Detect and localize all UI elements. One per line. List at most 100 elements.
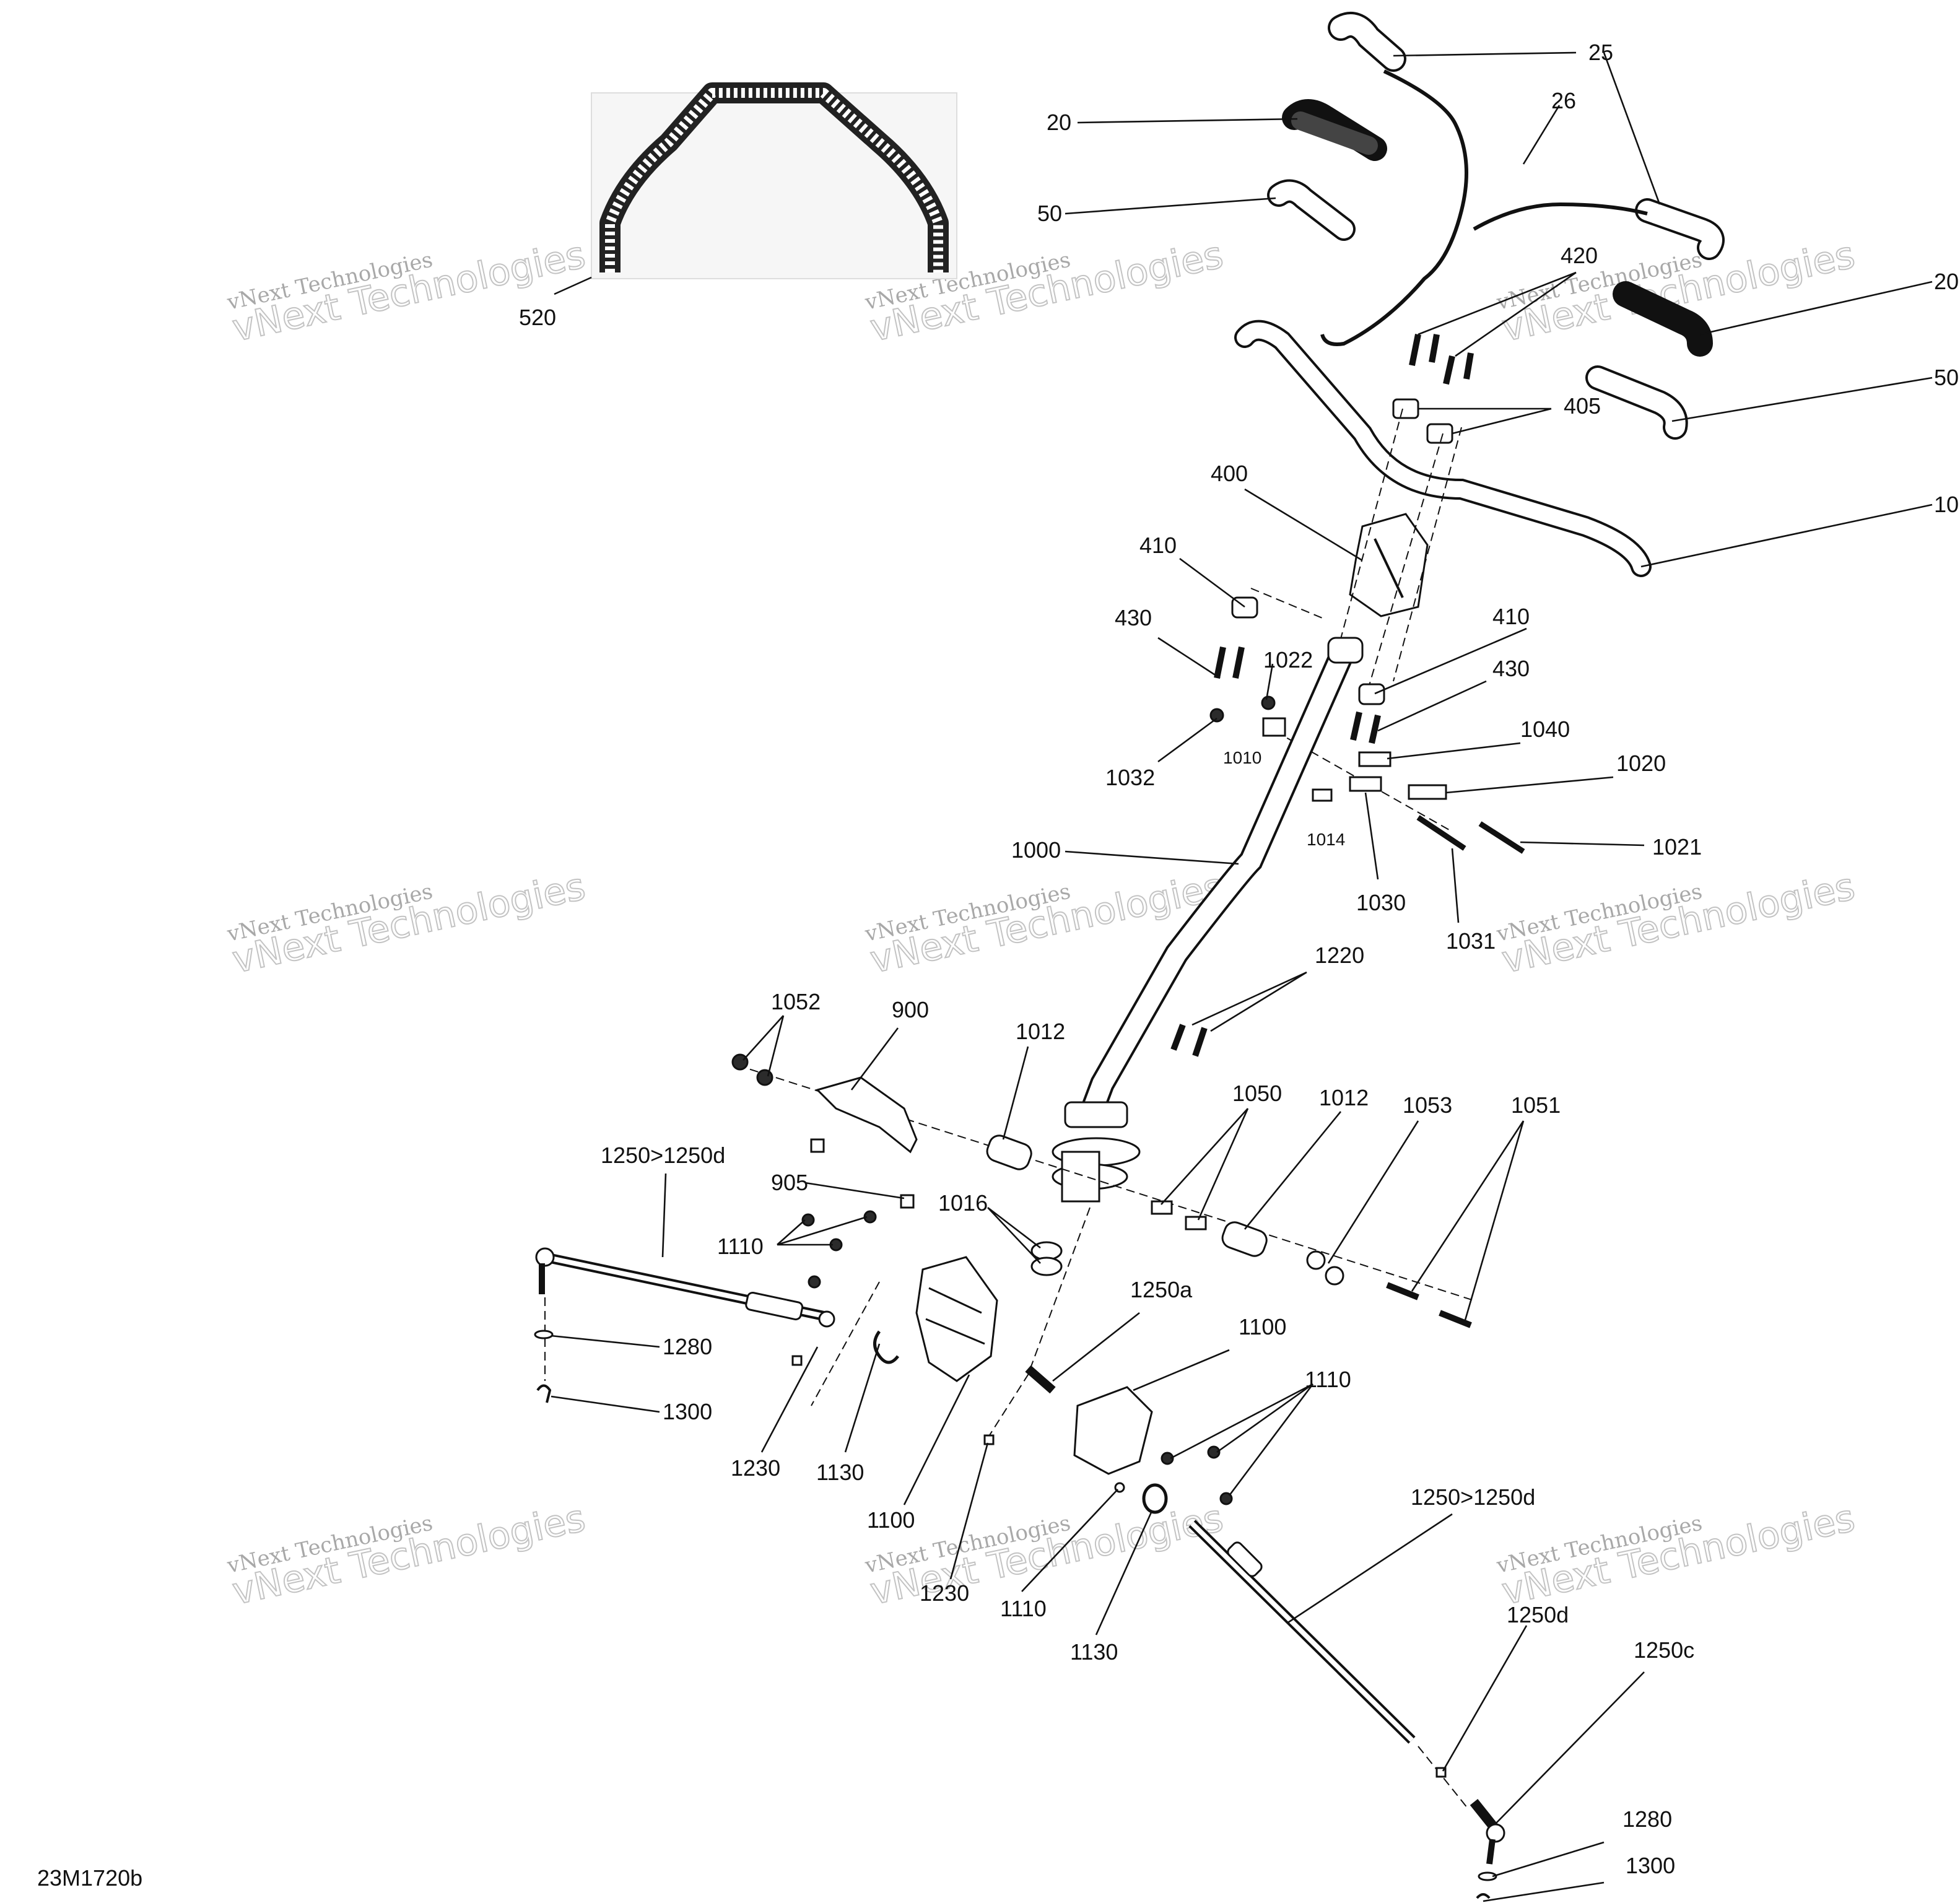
callout-1050: 1050 [1232, 1081, 1282, 1106]
watermark: vNext Technologies vNext Technologies [225, 233, 590, 351]
bolt-1031 [1416, 815, 1466, 851]
callout-1230-left: 1230 [731, 1455, 780, 1481]
cover-1100-right [1073, 1386, 1153, 1475]
screws-1110-right [1161, 1445, 1233, 1505]
grip-20-right [1613, 281, 1713, 357]
bolts-1051 [1386, 1282, 1419, 1300]
callout-1280-left: 1280 [663, 1334, 712, 1359]
callout-1012-left: 1012 [1016, 1019, 1065, 1044]
bracket-900 [816, 1076, 918, 1154]
diagram-code: 23M1720b [37, 1865, 142, 1891]
callout-1020: 1020 [1616, 751, 1666, 776]
callout-1022: 1022 [1263, 647, 1313, 673]
bolts-430-lower [1350, 711, 1381, 744]
bolts-430-upper [1214, 647, 1245, 679]
riser-block-400 [1349, 513, 1429, 617]
callout-1012-right: 1012 [1319, 1085, 1369, 1110]
grip-wire-harness [1320, 69, 1648, 346]
callout-1032: 1032 [1105, 765, 1155, 790]
bolts-420 [1409, 334, 1474, 385]
callout-1110-left: 1110 [717, 1234, 764, 1259]
clip-1130-right [1142, 1483, 1168, 1514]
pin-1230-left [791, 1355, 803, 1366]
heated-grip-25-right [1635, 198, 1725, 260]
callout-430-lower: 430 [1492, 656, 1530, 681]
callout-20-left: 20 [1047, 110, 1071, 135]
callout-1031: 1031 [1446, 928, 1496, 954]
tie-rod-end-1250c [1470, 1799, 1505, 1865]
callout-410-lower: 410 [1492, 604, 1530, 629]
callout-1000: 1000 [1011, 837, 1061, 863]
pin-1230-right [983, 1434, 995, 1445]
callout-1280-right: 1280 [1622, 1806, 1672, 1832]
callout-410-upper: 410 [1139, 533, 1177, 558]
grip-50-right [1585, 365, 1688, 440]
bolts-1220 [1170, 1024, 1186, 1051]
callout-1110-right: 1110 [1305, 1367, 1351, 1392]
bushing-1012-right [1221, 1221, 1268, 1257]
tie-rod-end-1250a [1025, 1365, 1056, 1394]
nut-1032 [1209, 708, 1224, 723]
callout-1250-1250d-right: 1250>1250d [1411, 1484, 1535, 1510]
cover-1100-left [915, 1256, 998, 1382]
callout-400: 400 [1211, 461, 1248, 486]
callout-25-top: 25 [1588, 40, 1613, 65]
callout-1300-right: 1300 [1626, 1853, 1675, 1878]
bolt-1021 [1478, 821, 1525, 854]
callout-1030: 1030 [1356, 890, 1406, 915]
callout-430-upper: 430 [1115, 605, 1152, 630]
watermarks: vNext Technologies vNext Technologies vN… [225, 233, 1859, 1614]
callout-1110-bottom: 1110 [1000, 1596, 1047, 1621]
callout-1021: 1021 [1652, 834, 1702, 860]
column-base [1052, 1101, 1141, 1203]
watermark: vNext Technologies vNext Technologies [225, 864, 590, 983]
cotter-pin-1300-left [536, 1384, 552, 1403]
callout-1250a: 1250a [1130, 1277, 1193, 1302]
clamp-410-lower [1358, 683, 1385, 705]
callout-905: 905 [771, 1170, 808, 1195]
parts-illustration [534, 12, 1725, 1899]
callout-1130-right: 1130 [1070, 1639, 1118, 1665]
leader-lines [551, 51, 1933, 1902]
bushing-1012-left [986, 1134, 1032, 1170]
callout-10: 10 [1934, 492, 1959, 517]
sleeve-1020 [1408, 784, 1447, 800]
callout-405: 405 [1564, 393, 1601, 419]
callout-26: 26 [1551, 88, 1576, 113]
callout-1300-left: 1300 [663, 1399, 712, 1424]
cotter-pin-1300-right [1476, 1893, 1491, 1899]
callout-1220: 1220 [1315, 943, 1364, 968]
callout-1016: 1016 [938, 1190, 988, 1216]
bushing-1030 [1349, 776, 1382, 792]
watermark: vNext Technologies vNext Technologies [225, 1496, 590, 1614]
callout-1040: 1040 [1520, 716, 1570, 742]
callout-520: 520 [519, 305, 556, 330]
pin-1014 [1312, 788, 1333, 802]
callout-1250-1250d-left: 1250>1250d [601, 1143, 725, 1168]
bushing-1040 [1358, 751, 1392, 767]
callout-20-right: 20 [1934, 269, 1959, 294]
plate-1053 [1306, 1250, 1344, 1286]
nut-1280-right [1478, 1871, 1497, 1881]
callout-50-left: 50 [1037, 201, 1062, 226]
handlebar-pad-520 [591, 82, 957, 279]
callout-1100-left: 1100 [867, 1507, 915, 1533]
watermark: vNext Technologies vNext Technologies [1494, 1496, 1859, 1614]
tie-rod-left [535, 1247, 835, 1328]
callout-1100-right: 1100 [1239, 1314, 1286, 1339]
callout-1130-left: 1130 [816, 1460, 864, 1485]
callout-1230-bottom: 1230 [920, 1580, 969, 1606]
heated-grip-25-left [1328, 12, 1406, 72]
callout-1250c: 1250c [1634, 1637, 1694, 1663]
clip-1130-left [873, 1330, 899, 1364]
callout-1250d: 1250d [1507, 1602, 1569, 1627]
callout-1053: 1053 [1403, 1092, 1452, 1118]
grip-50-left [1267, 179, 1356, 241]
tie-rod-right [1188, 1520, 1416, 1744]
screws-1110-left [801, 1210, 877, 1289]
callout-1052: 1052 [771, 989, 821, 1014]
callout-1051: 1051 [1511, 1092, 1561, 1118]
grip-20-left [1282, 99, 1387, 161]
spacer-1050 [1151, 1200, 1173, 1215]
